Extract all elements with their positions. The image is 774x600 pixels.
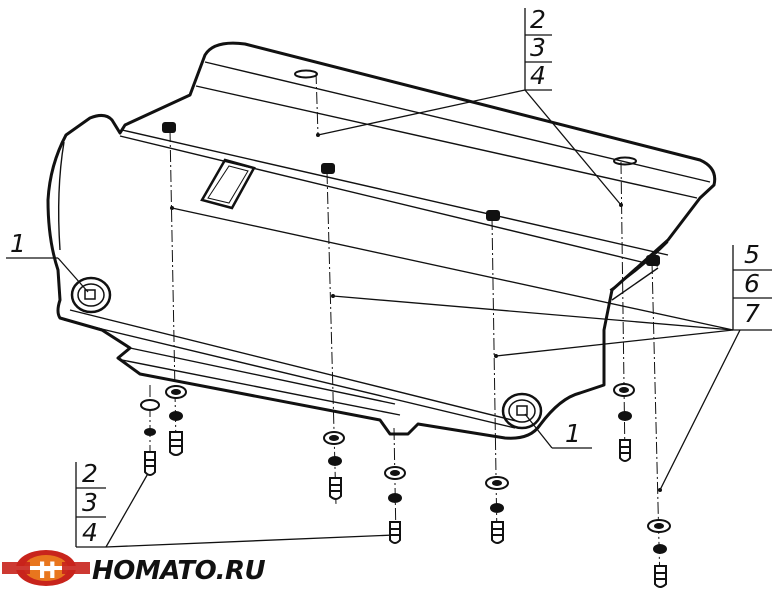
fastener-stack-e: [485, 476, 509, 544]
skid-plate: [46, 41, 717, 440]
top-slot-right: [613, 156, 637, 166]
brand-name: HOMATO.RU: [92, 556, 266, 586]
cage-nuts: [162, 122, 660, 266]
fastener-stack-g: [647, 519, 671, 588]
fastener-stack-b: [165, 385, 187, 456]
left-label-4: 4: [82, 518, 98, 547]
right-label-6: 6: [744, 269, 760, 298]
top-label-2: 2: [530, 5, 546, 34]
left-bracket-frame: [75, 462, 106, 548]
right-label-7: 7: [744, 299, 760, 328]
left-label-3: 3: [82, 488, 98, 517]
fastener-stacks: [140, 383, 671, 588]
top-label-4: 4: [530, 61, 546, 90]
fastener-stack-c: [323, 431, 345, 500]
fastener-stack-d: [384, 466, 406, 544]
right-bracket-frame: [732, 245, 772, 331]
leader-lines: [57, 89, 741, 548]
grommet-bottom: [501, 392, 543, 430]
top-label-3: 3: [530, 33, 546, 62]
item1-frames: [6, 257, 592, 449]
top-slot-left: [294, 69, 318, 79]
item-label-1-left: 1: [10, 229, 26, 258]
fastener-stack-a: [140, 399, 160, 476]
left-label-2: 2: [82, 459, 98, 488]
grommet-left: [70, 276, 112, 314]
plate-slot: [200, 158, 256, 210]
brand-logo: H: [2, 550, 90, 586]
right-label-5: 5: [744, 240, 760, 269]
plate-fold-lines: [57, 61, 711, 429]
item-label-1-bottom: 1: [565, 419, 581, 448]
top-bracket-frame: [524, 8, 552, 91]
brand-logo-letter: H: [38, 559, 56, 584]
fastener-stack-f: [613, 383, 635, 462]
leader-dots: [170, 133, 662, 492]
axis-lines: [149, 71, 661, 586]
